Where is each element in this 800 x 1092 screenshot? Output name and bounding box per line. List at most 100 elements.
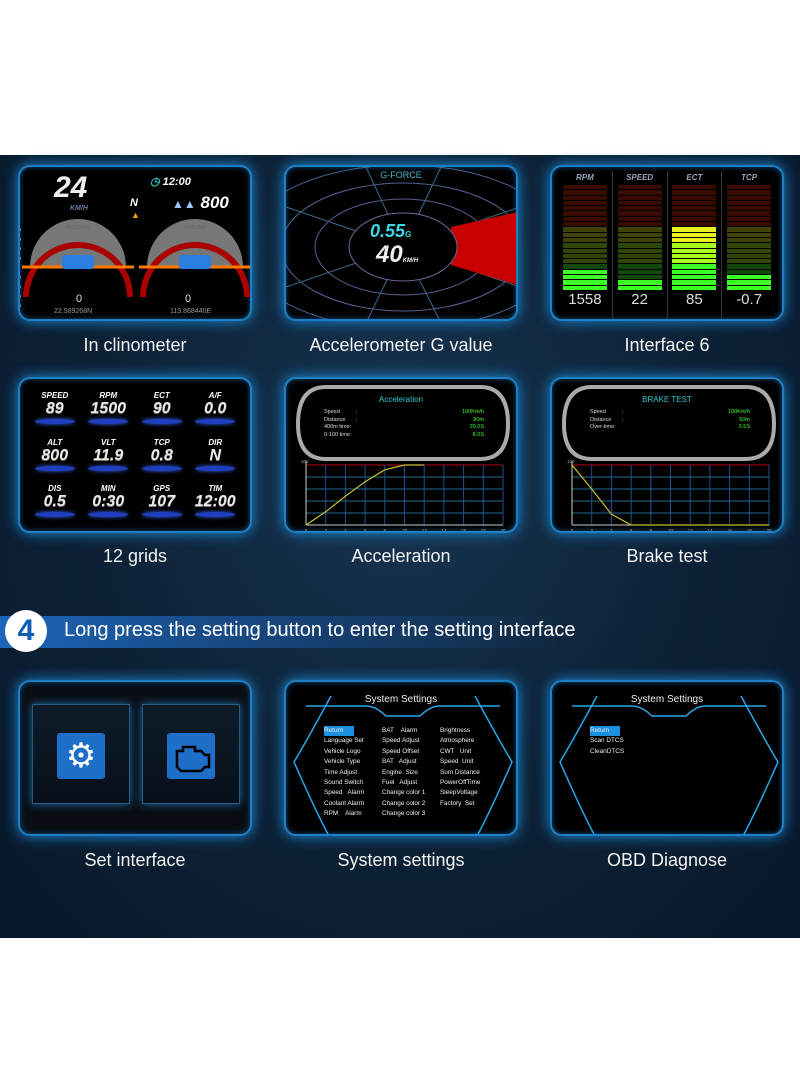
settings-menu-item[interactable]: Speed Alarm	[324, 789, 365, 797]
settings-menu-item[interactable]: RPM Alarm	[324, 810, 362, 818]
cell-value: 0.0	[204, 400, 227, 417]
settings-menu-item[interactable]: SleepVoltage	[440, 789, 478, 797]
header-frame	[561, 385, 777, 461]
settings-menu-item[interactable]: Speed Offset	[382, 747, 420, 755]
latitude: 22.589268N	[54, 308, 93, 315]
segment	[727, 259, 772, 264]
scale-tick-label: 10	[20, 276, 21, 282]
settings-menu-item[interactable]: Coolant Alarm	[324, 799, 365, 807]
stat-row: Over-time:3.5S	[590, 424, 750, 432]
gauge-label: ROLLING	[184, 225, 206, 231]
settings-menu-item[interactable]: Factory Set	[440, 799, 475, 807]
settings-menu-item[interactable]: Language Set	[324, 737, 364, 745]
settings-menu-item[interactable]: CWT Unit	[440, 747, 472, 755]
segment	[617, 190, 662, 195]
segment	[562, 190, 607, 195]
column-label: SPEED	[626, 173, 654, 182]
x-tick-label: 2	[324, 528, 327, 533]
settings-menu-item[interactable]: PowerOffTime	[440, 778, 481, 786]
settings-menu-item[interactable]: Vehicle Logo	[324, 747, 361, 755]
stat-sep	[356, 432, 473, 440]
speed-value: 24	[54, 171, 88, 204]
segment	[672, 185, 717, 190]
cell-label: TCP	[153, 437, 170, 447]
longitude: 113.868440E	[170, 308, 212, 315]
cell-underline	[34, 419, 75, 424]
segment-lit	[672, 275, 717, 280]
segment	[672, 200, 717, 206]
step-text: Long press the setting button to enter t…	[64, 619, 576, 641]
segment-lit	[672, 243, 717, 248]
segment	[617, 227, 662, 232]
segment	[617, 200, 662, 206]
column-value: 22	[631, 290, 648, 308]
product-showcase: 24 KM/H ◷ 12:00 ▲▲ 800 N ▲ PITCHING40302…	[0, 155, 800, 938]
stat-key: Speed	[590, 409, 606, 415]
settings-menu-item[interactable]: BAT Alarm	[382, 727, 418, 734]
column-label: ECT	[686, 173, 703, 182]
inclinometer-gauges: PITCHING40302010010203040ROLLING40302010…	[20, 219, 250, 310]
settings-menu-item[interactable]: Atmosphere	[440, 737, 475, 745]
speed-unit: KM/H	[70, 205, 88, 212]
stat-value: 20.0S	[469, 424, 484, 430]
settings-menu-item[interactable]: Change color 3	[382, 810, 426, 818]
settings-menu-item[interactable]: BAT Adjust	[382, 758, 417, 766]
g-value: 0.55	[370, 221, 406, 241]
x-tick-label: 6	[364, 528, 367, 533]
column-value: -0.7	[736, 290, 763, 308]
segment	[672, 195, 717, 200]
gforce-sector	[451, 212, 516, 285]
settings-menu-item[interactable]: Fuel Adjust	[382, 778, 418, 786]
settings-menu-item[interactable]: Change color 1	[382, 789, 426, 797]
cell-underline	[141, 465, 182, 471]
segment	[617, 232, 662, 237]
segment	[727, 206, 772, 211]
segment	[562, 195, 607, 200]
gauge-column: TCP-0.7	[722, 171, 776, 319]
segment	[617, 185, 662, 190]
clinometer-screen: 24 KM/H ◷ 12:00 ▲▲ 800 N ▲ PITCHING40302…	[18, 165, 252, 321]
scale-tick-label: 30	[20, 295, 21, 301]
obd-menu-item[interactable]: Return	[590, 726, 620, 737]
segment-lit	[672, 280, 717, 285]
stat-sep	[622, 424, 739, 432]
segment	[672, 211, 717, 216]
gforce-screen: G-FORCE 0.55G 40KM/H	[284, 165, 518, 321]
obd-title: System Settings	[630, 694, 704, 705]
segment	[727, 269, 772, 275]
segment	[727, 243, 772, 248]
settings-menu-item[interactable]: Speed Adjust	[382, 737, 420, 745]
caption: Accelerometer G value	[309, 335, 493, 355]
segment	[617, 206, 662, 211]
cell-value: 0.8	[150, 446, 173, 464]
segment-lit	[727, 285, 772, 290]
settings-menu-item[interactable]: Change color 2	[382, 799, 426, 807]
obd-menu-item[interactable]: CleanDTCS	[590, 747, 625, 755]
cell-label: GPS	[153, 484, 171, 494]
cell-value: 12:00	[194, 493, 236, 511]
settings-menu-item[interactable]: Sound Switch	[324, 778, 364, 786]
segment	[617, 216, 662, 222]
stat-value: 8.0S	[472, 431, 484, 438]
series-line	[571, 464, 769, 526]
settings-menu-item[interactable]: Time Adjust	[324, 768, 358, 776]
cell-label: A/F	[208, 391, 222, 400]
engine-icon	[167, 733, 215, 779]
settings-menu-item[interactable]: Speed Unit	[440, 758, 474, 766]
obd-tile[interactable]	[142, 704, 240, 804]
settings-menu-item[interactable]: Engine Size	[382, 768, 418, 776]
settings-menu-item[interactable]: Brightness	[440, 727, 471, 734]
settings-menu-item[interactable]: Sum Distance	[440, 768, 480, 776]
settings-menu-item[interactable]: Return	[324, 726, 354, 737]
settings-menu-item[interactable]: Vehicle Type	[324, 758, 361, 766]
gforce-radar	[286, 167, 516, 319]
settings-tile[interactable]: ⚙	[32, 704, 130, 804]
segment	[562, 259, 607, 264]
obd-menu-item[interactable]: Scan DTCS	[590, 737, 624, 745]
